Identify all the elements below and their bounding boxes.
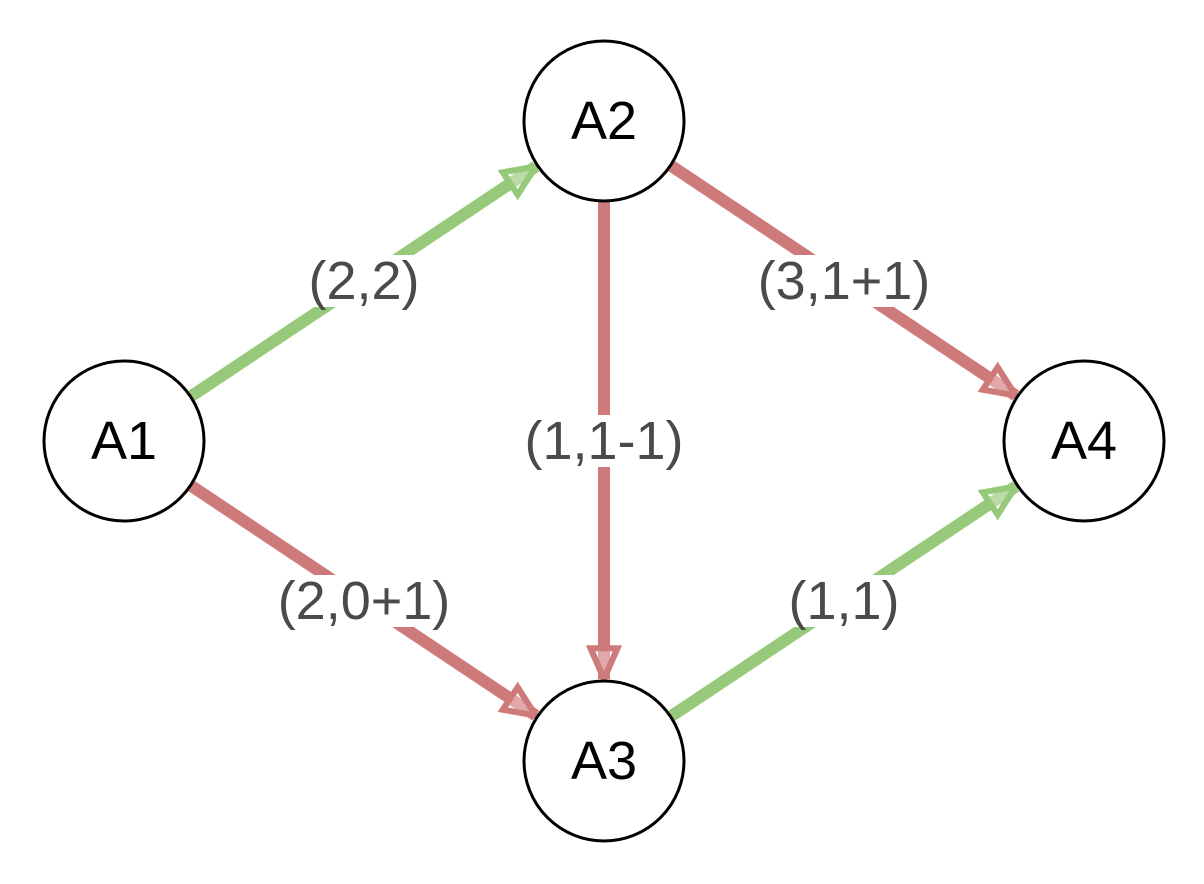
edge-a2-a4: (3,1+1) [667, 160, 1016, 401]
edge-label-a1-a3: (2,0+1) [278, 571, 451, 631]
node-a3: A3 [522, 679, 686, 843]
edges-layer: (2,2) (2,0+1) (1,1-1) (3,1+1) (1,1) [187, 160, 1016, 722]
node-a1: A1 [42, 359, 206, 523]
node-label-a4: A4 [1051, 411, 1117, 471]
node-label-a3: A3 [571, 731, 637, 791]
edge-a2-a3: (1,1-1) [518, 201, 690, 679]
edge-label-bg-a2-a4 [751, 255, 937, 307]
node-label-a1: A1 [91, 411, 157, 471]
edge-a1-a2: (2,2) [187, 161, 536, 402]
node-label-a2: A2 [571, 91, 637, 151]
node-circle-a3 [522, 679, 686, 843]
edge-a1-a3: (2,0+1) [187, 480, 536, 721]
node-a2: A2 [522, 39, 686, 203]
edge-label-bg-a1-a3 [271, 575, 457, 627]
edge-label-a2-a4: (3,1+1) [758, 251, 931, 311]
edge-label-bg-a3-a4 [782, 575, 906, 627]
node-circle-a1 [42, 359, 206, 523]
edge-label-a2-a3: (1,1-1) [524, 411, 683, 471]
edge-label-bg-a1-a2 [302, 255, 426, 307]
node-a4: A4 [1002, 359, 1166, 523]
node-circle-a4 [1002, 359, 1166, 523]
edge-label-a1-a2: (2,2) [308, 251, 419, 311]
edge-label-a3-a4: (1,1) [788, 571, 899, 631]
edge-a3-a4: (1,1) [667, 481, 1016, 722]
edge-label-bg-a2-a3 [518, 415, 690, 467]
node-circle-a2 [522, 39, 686, 203]
